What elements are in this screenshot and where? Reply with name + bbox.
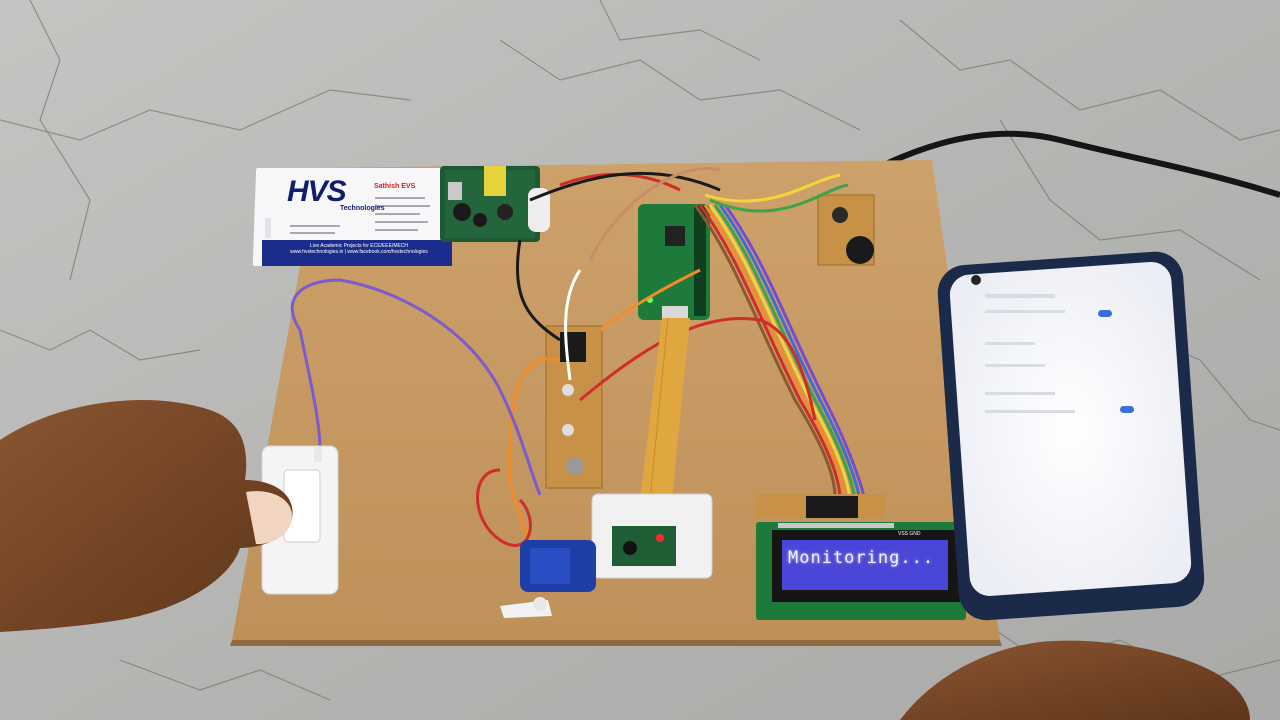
right-hand [900,640,1250,720]
raspberry-pi-board [638,204,710,320]
push-switch [261,445,339,595]
business-card-footer-line2: www.hvstechnologies.in | www.facebook.co… [290,249,428,255]
business-card-name: Sathish EVS [374,183,416,190]
power-supply-module [440,166,550,242]
business-card-tagline: Technologies [340,205,385,212]
business-card-logo: HVS [287,175,347,208]
camera-module [591,493,713,579]
lcd-text: Monitoring... [788,548,935,568]
wooden-board [232,160,1000,640]
marble-veins [0,0,1280,701]
business-card [252,168,452,266]
left-hand [0,400,293,632]
servo-motor [500,540,596,618]
jumper-wires [290,167,867,547]
business-card-footer: Live Academic Projects for ECE/EEE/MECH … [264,243,454,255]
driver-board [545,325,603,489]
business-card-footer-line1: Live Academic Projects for ECE/EEE/MECH [309,243,409,249]
lcd-header-label: VSS GND [898,531,921,537]
buzzer-module [817,194,875,266]
camera-ribbon-cable [640,317,690,501]
lcd-display [756,494,966,620]
smartphone [937,251,1205,621]
